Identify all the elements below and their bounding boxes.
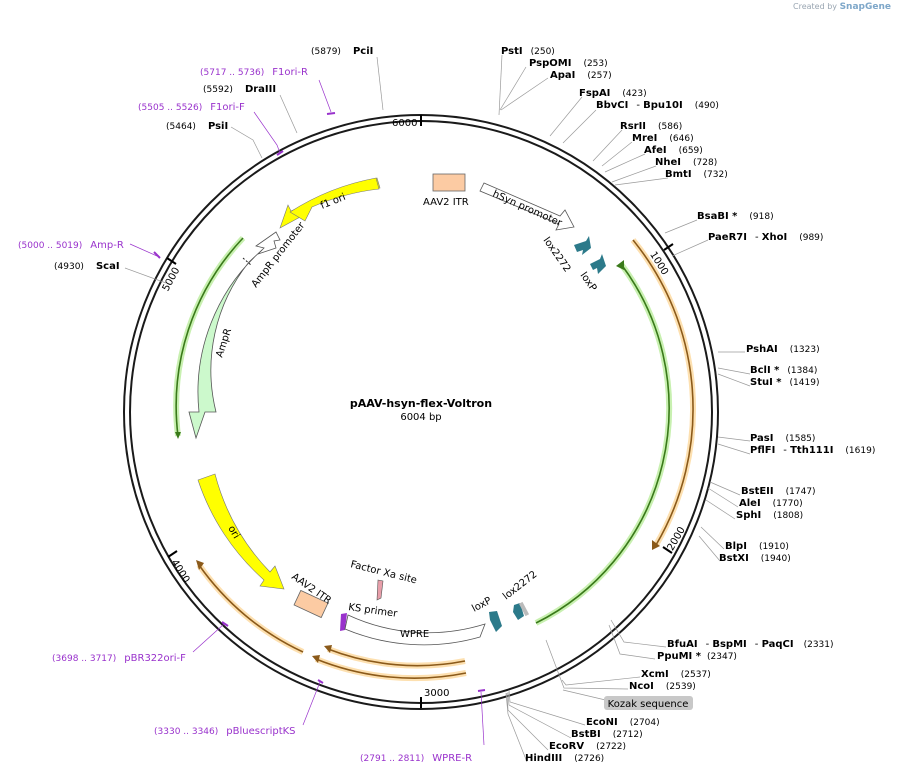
f1-ori-body [289,177,380,222]
lox2272-top-label: lox2272 [541,235,573,274]
svg-text:PspOMI(253): PspOMI(253) [529,58,608,69]
svg-text:PshAI(1323): PshAI(1323) [746,344,820,355]
tick-6000: 6000 [392,118,417,129]
svg-text:(4930)ScaI: (4930)ScaI [54,261,120,272]
svg-text:(5505 .. 5526)F1ori-F: (5505 .. 5526)F1ori-F [138,102,245,113]
svg-text:(2791 .. 2811)WPRE-R: (2791 .. 2811)WPRE-R [360,753,472,764]
loxp-bottom-label: loxP [470,595,493,614]
loxp-bottom-marker [489,611,502,632]
orf-bottom1-arrowhead [324,645,332,653]
right-enzyme-labels: PstI(250) PspOMI(253) ApaI(257) FspAI(42… [501,46,875,764]
left-enzyme-labels: (5879)PciI (5592)DraIII (5464)PsiI (4930… [54,46,373,272]
snapgene-logo-text: SnapGene [839,2,891,12]
wpre-arrow [344,614,486,646]
svg-text:PstI(250): PstI(250) [501,46,555,57]
svg-text:BbvCI- Bpu10I(490): BbvCI- Bpu10I(490) [596,100,719,111]
svg-text:HindIII(2726): HindIII(2726) [525,753,604,764]
kozak-marker [518,601,530,617]
orf-bottom1-halo [326,646,466,669]
hsyn-promoter-arrow [479,182,575,231]
factor-xa-marker [376,579,384,601]
svg-text:(3698 .. 3717)pBR322ori-F: (3698 .. 3717)pBR322ori-F [52,653,186,664]
svg-text:BmtI(732): BmtI(732) [665,169,728,180]
voltron-orf-halo [534,262,673,626]
created-by-text: Created by [793,2,838,11]
primer-markers [153,112,486,692]
orf-ori-arc [198,564,304,653]
loxp-top-label: loxP [578,270,599,293]
snapgene-credit: Created by SnapGene [793,2,891,12]
hsyn-promoter-label: hSyn promoter [491,189,564,230]
tick-marks [166,115,674,708]
orf-right-arrowhead [652,540,660,550]
svg-text:BclI *(1384): BclI *(1384) [750,365,817,376]
svg-text:BfuAI- BspMI- PaqCI(2331): BfuAI- BspMI- PaqCI(2331) [667,639,834,650]
ampr-orf-arrowhead [175,432,181,439]
lox2272-bottom-label: lox2272 [501,569,539,602]
voltron-orf-arc [535,263,670,624]
ampr-arrow [188,249,263,440]
svg-text:FspAI(423): FspAI(423) [579,88,647,99]
svg-text:NcoI(2539): NcoI(2539) [629,681,696,692]
voltron-orf-arrowhead [616,260,624,270]
svg-text:AleI(1770): AleI(1770) [739,498,803,509]
svg-text:PflFI- Tth111I(1619): PflFI- Tth111I(1619) [750,445,875,456]
orf-ori-halo [196,563,305,655]
enzyme-leaders [124,54,751,763]
svg-text:BstBI(2712): BstBI(2712) [571,729,643,740]
plasmid-size: 6004 bp [400,412,441,423]
loxp-top-marker [590,254,606,274]
kozak-sequence-badge [604,696,693,710]
svg-text:MreI(646): MreI(646) [632,133,694,144]
svg-text:(5000 .. 5019)Amp-R: (5000 .. 5019)Amp-R [18,240,124,251]
svg-text:BlpI(1910): BlpI(1910) [725,541,789,552]
tick-3000: 3000 [424,688,449,699]
orf-right-arc [632,239,694,546]
svg-text:(5592)DraIII: (5592)DraIII [203,84,276,95]
aav2-itr-bottom-box [293,589,329,619]
ori-arrow [197,473,285,590]
orf-bottom2-arrowhead [312,655,320,663]
aav2-itr-top-label: AAV2 ITR [423,197,469,208]
svg-text:EcoRV(2722): EcoRV(2722) [549,741,626,752]
svg-text:(5717 .. 5736)F1ori-R: (5717 .. 5736)F1ori-R [200,67,308,78]
ampr-label: AmpR [214,327,234,359]
tick-4000: 4000 [169,558,192,585]
svg-text:StuI *(1419): StuI *(1419) [750,377,819,388]
kozak-sequence-label: Kozak sequence [608,699,689,710]
factor-xa-label: Factor Xa site [349,559,418,586]
svg-text:(5879)PciI: (5879)PciI [311,46,373,57]
ks-primer-label: KS primer [348,602,399,620]
svg-text:(3330 .. 3346)pBluescriptKS: (3330 .. 3346)pBluescriptKS [154,726,296,737]
left-primer-labels: (5717 .. 5736)F1ori-R (5505 .. 5526)F1or… [18,67,472,764]
svg-text:PasI(1585): PasI(1585) [750,433,815,444]
svg-text:SphI(1808): SphI(1808) [736,510,803,521]
svg-text:XcmI(2537): XcmI(2537) [641,669,711,680]
svg-text:PaeR7I- XhoI(989): PaeR7I- XhoI(989) [708,232,823,243]
svg-text:PpuMI *(2347): PpuMI *(2347) [657,651,737,662]
ampr-promoter-label: AmpR promoter [250,220,308,290]
svg-text:(5464)PsiI: (5464)PsiI [166,121,228,132]
svg-text:RsrII(586): RsrII(586) [620,121,682,132]
plasmid-name: pAAV-hsyn-flex-Voltron [350,397,492,410]
orf-bottom1-arc [327,648,466,667]
wpre-label: WPRE [400,629,429,640]
lox2272-top-marker [574,236,591,255]
svg-text:BstXI(1940): BstXI(1940) [719,553,791,564]
tick-5000: 5000 [161,266,183,294]
svg-text:EcoNI(2704): EcoNI(2704) [586,717,660,728]
ampr-orf-arc [175,237,244,437]
svg-text:ApaI(257): ApaI(257) [550,70,612,81]
svg-text:BstEII(1747): BstEII(1747) [741,486,816,497]
ampr-boundary [242,257,252,266]
svg-text:AfeI(659): AfeI(659) [644,145,703,156]
orf-bottom2-arc [315,658,467,679]
svg-text:NheI(728): NheI(728) [655,157,717,168]
primer-leaders [129,79,485,746]
ampr-promoter-arrow [255,231,281,255]
aav2-itr-top-box [432,173,466,192]
svg-text:BsaBI *(918): BsaBI *(918) [697,211,774,222]
orf-ori-arrowhead [196,560,204,570]
